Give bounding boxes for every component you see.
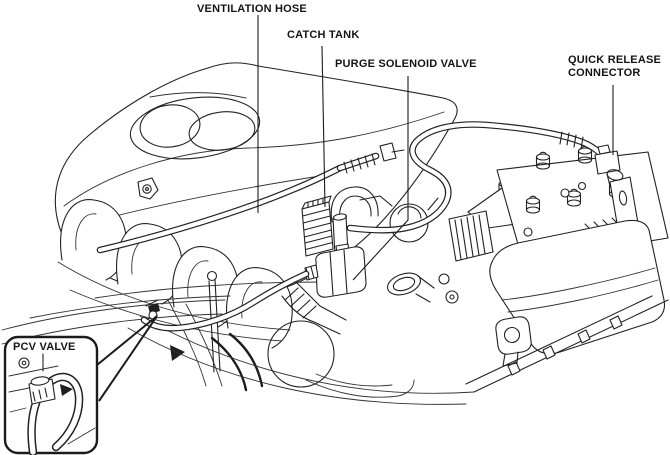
pcv-detail-arrow	[60, 384, 73, 396]
leader-catch-tank	[321, 45, 326, 208]
engine-cover-box	[465, 219, 669, 393]
finned-cooler	[448, 210, 494, 262]
purge-hose	[346, 121, 607, 234]
pcv-callout-pointer	[96, 315, 158, 402]
transmission-area	[127, 272, 475, 405]
purge-solenoid-valve	[140, 243, 367, 332]
label-ventilation-hose: VENTILATION HOSE	[197, 3, 307, 15]
catch-tank	[301, 195, 349, 259]
ventilation-hose	[96, 142, 405, 254]
label-purge-solenoid-valve: PURGE SOLENOID VALVE	[335, 58, 477, 70]
label-catch-tank: CATCH TANK	[287, 29, 360, 41]
label-quick-release-connector: QUICK RELEASE CONNECTOR	[568, 54, 662, 79]
lower-hoses-and-wiring	[1, 270, 321, 392]
quick-release-connector	[594, 144, 624, 187]
label-pcv-valve: PCV VALVE	[13, 341, 76, 353]
pcv-callout	[3, 315, 158, 455]
leader-purge-solenoid-valve	[352, 76, 409, 281]
pcv-valve-location	[145, 299, 160, 320]
